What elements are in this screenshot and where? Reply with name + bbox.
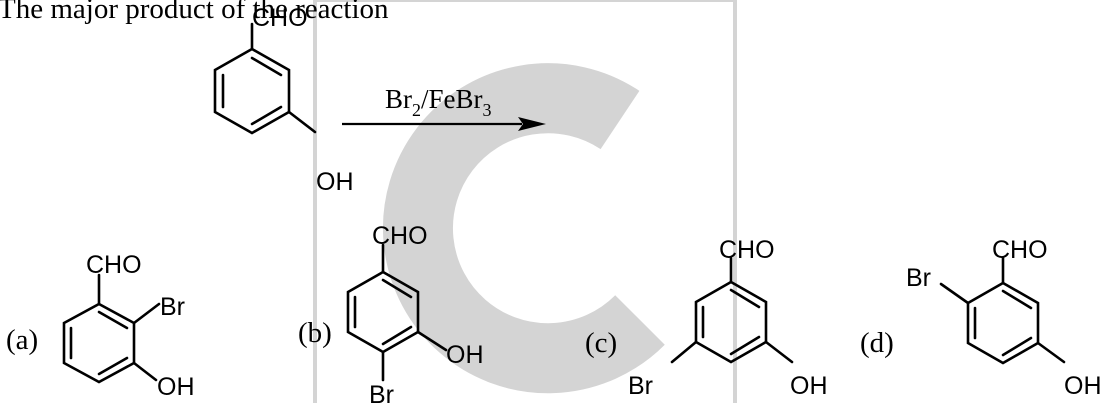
option-d-br-label: Br <box>906 264 931 292</box>
reagent-sep: /FeBr <box>421 84 483 114</box>
reagent-main: Br <box>385 84 412 114</box>
question-stem: The major product of the reaction <box>0 0 389 25</box>
option-b-cho-label: CHO <box>372 222 428 250</box>
option-b[interactable]: (b) CHO OH Br <box>298 222 484 403</box>
option-d[interactable]: (d) CHO Br OH <box>860 236 1102 400</box>
option-c-oh-label: OH <box>790 372 828 400</box>
option-b-br-label: Br <box>369 381 394 403</box>
reactant-cho-label: CHO <box>252 4 308 32</box>
option-b-oh-label: OH <box>446 341 484 369</box>
option-d-cho-label: CHO <box>992 236 1048 264</box>
option-d-label: (d) <box>860 327 894 359</box>
option-c[interactable]: (c) CHO Br OH <box>585 236 828 400</box>
option-a-br-label: Br <box>160 293 185 321</box>
reagent-sub1: 2 <box>412 100 421 120</box>
reagent-sub2: 3 <box>483 100 492 120</box>
option-d-oh-label: OH <box>1064 372 1102 400</box>
reaction-arrow <box>342 117 546 131</box>
option-c-label: (c) <box>585 327 617 359</box>
option-c-br-label: Br <box>628 372 653 400</box>
option-c-cho-label: CHO <box>719 236 775 264</box>
option-a-oh-label: OH <box>157 373 195 401</box>
watermark-logo <box>313 0 737 403</box>
reactant-oh-label: OH <box>316 168 354 196</box>
reagent-label: Br2/FeBr3 <box>385 84 492 120</box>
option-a-cho-label: CHO <box>86 251 142 279</box>
reactant-structure: CHO OH <box>213 4 354 196</box>
option-a-label: (a) <box>6 324 38 356</box>
option-b-label: (b) <box>298 317 332 349</box>
option-a[interactable]: (a) CHO Br OH <box>6 251 195 401</box>
